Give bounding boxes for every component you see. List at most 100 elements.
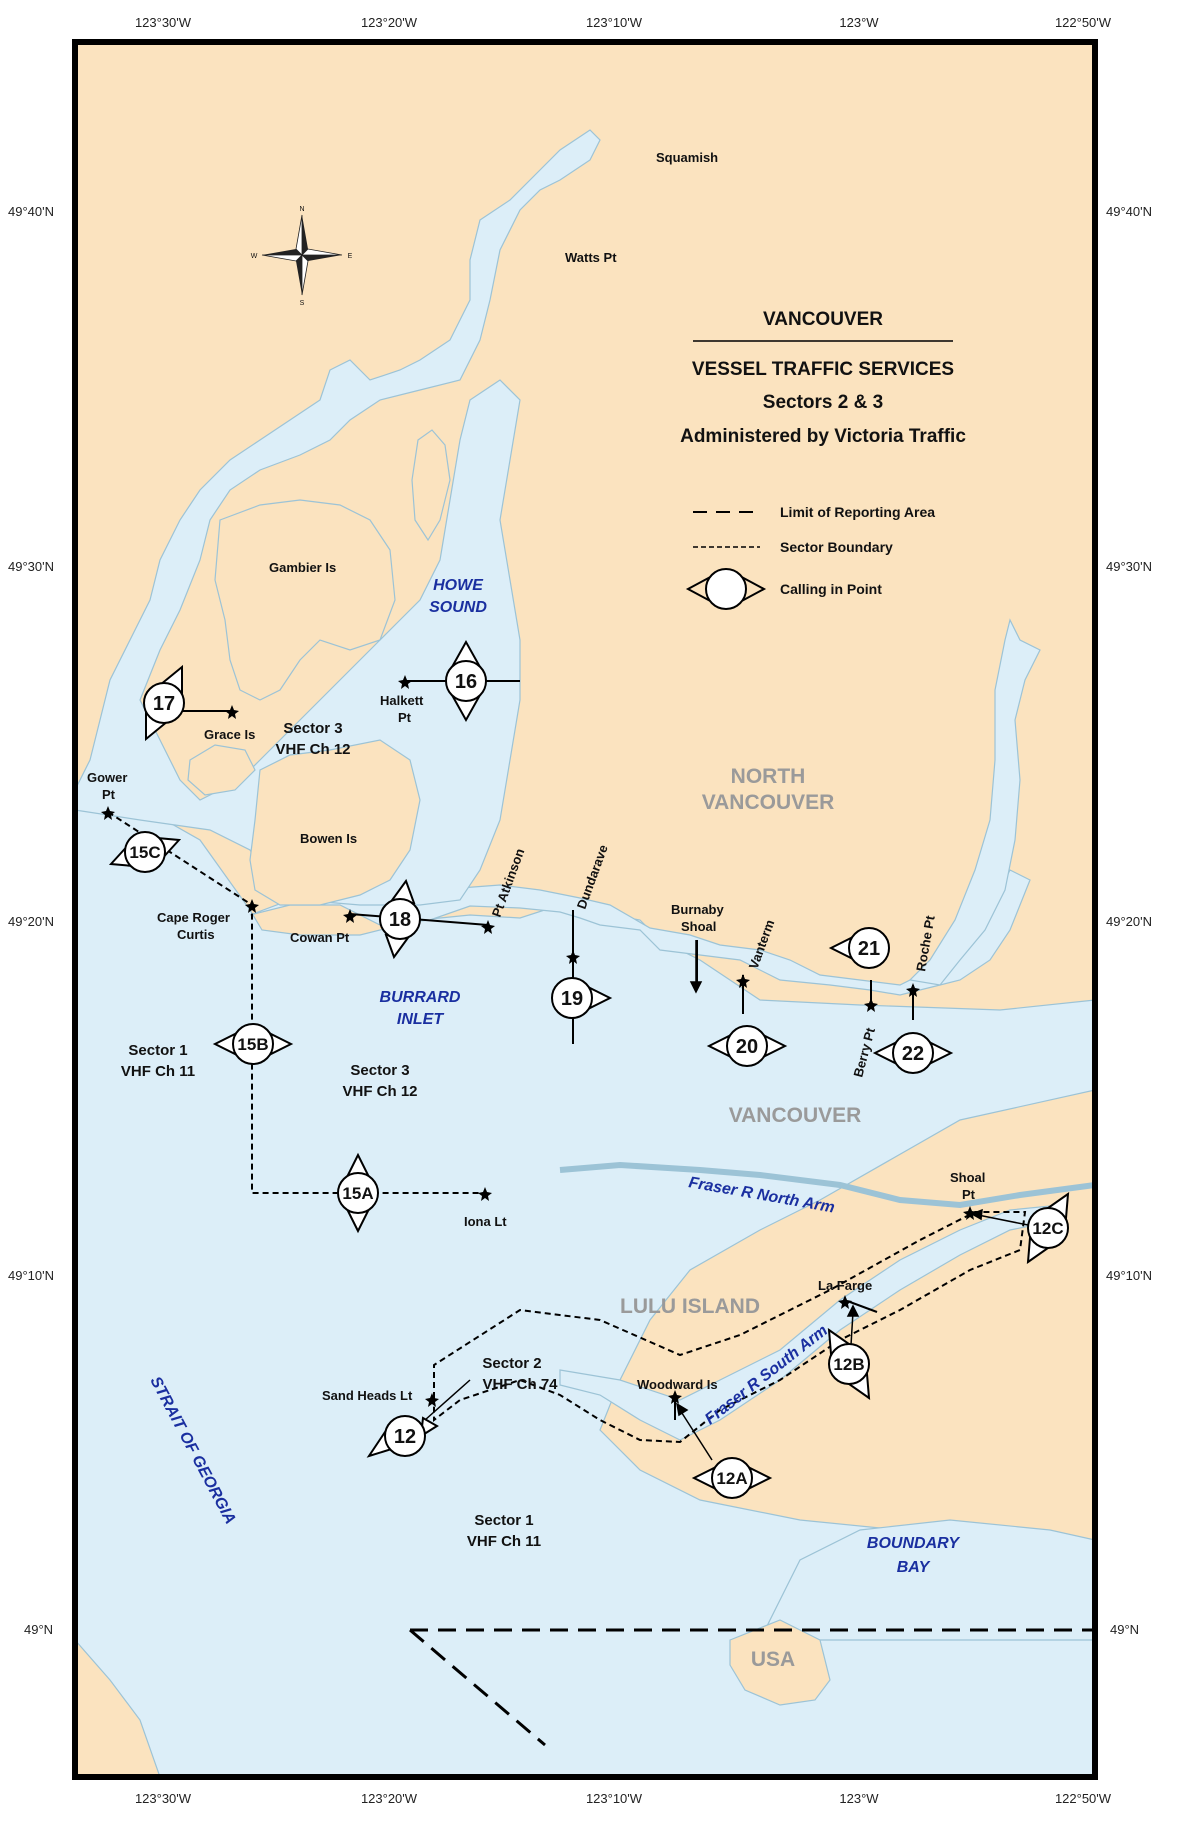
label-north-vancouver-1: NORTH [731,765,806,788]
svg-text:15C: 15C [129,843,160,862]
water-bodies [75,129,1095,1777]
right-axis: 49°40'N 49°30'N 49°20'N 49°10'N 49°N [1106,204,1152,1637]
land-labels: NORTH VANCOUVER VANCOUVER LULU ISLAND US… [620,765,861,1671]
calling-point-16: 16 [445,639,487,723]
top-lon-1: 123°30'W [135,15,192,30]
calling-point-22: 22 [872,1032,954,1074]
left-lat-1: 49°40'N [8,204,54,219]
anvil-island [411,429,451,542]
strait-of-georgia-water [75,799,1095,1777]
title-vts: VESSEL TRAFFIC SERVICES [692,359,954,380]
top-lon-2: 123°20'W [361,15,418,30]
top-lon-4: 123°W [839,15,879,30]
legend-calling-icon [685,568,767,610]
legend-calling-label: Calling in Point [780,581,882,597]
calling-point-15b: 15B [212,1023,294,1065]
svg-text:12: 12 [394,1426,416,1448]
label-sector3-howe: Sector 3 [283,720,342,737]
star-sandheads-icon [425,1393,439,1407]
calling-point-15a: 15A [337,1152,379,1234]
left-axis: 49°40'N 49°30'N 49°20'N 49°10'N 49°N [8,204,54,1637]
legend-limit-label: Limit of Reporting Area [780,504,935,520]
label-gower-2: Pt [102,787,116,802]
star-halkett-icon [398,675,412,689]
svg-text:19: 19 [561,988,583,1010]
boundary-bay-water [759,1519,1095,1641]
label-gower-1: Gower [87,770,127,785]
right-lat-5: 49°N [1110,1622,1139,1637]
legend: Limit of Reporting Area Sector Boundary … [685,504,935,610]
title-sectors: Sectors 2 & 3 [763,392,883,413]
label-boundary-2: BAY [897,1559,931,1576]
star-shoal-icon [963,1206,977,1220]
star-cowan-icon [343,909,357,923]
point-roberts-land [729,1619,831,1706]
southwest-shore [75,1639,161,1777]
calling-point-12b: 12B [827,1327,871,1401]
calling-point-12a: 12A [691,1457,773,1499]
label-north-vancouver-2: VANCOUVER [702,791,835,814]
svg-text:15B: 15B [237,1035,268,1054]
label-lafarge: La Farge [818,1278,872,1293]
left-lat-5: 49°N [24,1622,53,1637]
calling-point-19: 19 [551,977,613,1019]
calling-point-12c: 12C [1026,1191,1070,1265]
label-burnaby-1: Burnaby [671,902,725,917]
fraser-north-arm [559,1161,1095,1209]
label-cowan: Cowan Pt [290,930,350,945]
label-usa: USA [751,1648,795,1671]
svg-text:17: 17 [153,693,175,715]
star-woodward-icon [668,1390,682,1404]
calling-point-20: 20 [706,1025,788,1067]
star-roche-icon [906,983,920,997]
label-halkett-2: Pt [398,710,412,725]
top-lon-3: 123°10'W [586,15,643,30]
bottom-lon-1: 123°30'W [135,1791,192,1806]
label-sector3-howe-ch: VHF Ch 12 [275,741,350,758]
svg-text:16: 16 [455,671,477,693]
label-lulu: LULU ISLAND [620,1295,760,1318]
bottom-lon-3: 123°10'W [586,1791,643,1806]
star-dundarave-icon [566,950,580,964]
compass-n: N [299,206,304,213]
calling-points: 16 17 15C 18 19 [108,639,1070,1499]
label-boundary-1: BOUNDARY [867,1535,960,1552]
svg-text:12C: 12C [1032,1219,1063,1238]
bowen-island [249,739,421,906]
top-lon-5: 122°50'W [1055,15,1112,30]
bottom-lon-2: 123°20'W [361,1791,418,1806]
right-lat-4: 49°10'N [1106,1268,1152,1283]
label-gambier: Gambier Is [269,560,336,575]
label-burrard-2: INLET [397,1011,444,1028]
compass-rose: N S E W [251,206,353,307]
bottom-lon-5: 122°50'W [1055,1791,1112,1806]
label-sector3-burrard-ch: VHF Ch 12 [342,1083,417,1100]
top-axis: 123°30'W 123°20'W 123°10'W 123°W 122°50'… [135,15,1112,30]
svg-text:22: 22 [902,1043,924,1065]
star-vanterm-icon [736,974,750,988]
title-admin: Administered by Victoria Traffic [680,426,966,447]
calling-point-18: 18 [379,878,421,960]
bottom-lon-4: 123°W [839,1791,879,1806]
label-sector2-ch: VHF Ch 74 [482,1376,558,1393]
label-squamish: Squamish [656,150,718,165]
indian-arm-water [908,618,1041,986]
label-woodward: Woodward Is [637,1377,718,1392]
label-howe-1: HOWE [433,577,484,594]
calling-point-17: 17 [143,664,185,742]
right-lat-2: 49°30'N [1106,559,1152,574]
label-burrard-1: BURRARD [380,989,461,1006]
pointer-arrows [424,940,1029,1461]
label-sector1-north: Sector 1 [128,1042,187,1059]
label-vancouver: VANCOUVER [729,1104,862,1127]
svg-text:21: 21 [858,938,880,960]
calling-point-21: 21 [828,927,890,969]
keats-island [187,744,256,796]
right-lat-3: 49°20'N [1106,914,1152,929]
legend-sector-label: Sector Boundary [780,539,893,555]
left-lat-4: 49°10'N [8,1268,54,1283]
compass-e: E [348,253,353,260]
label-sector2: Sector 2 [482,1355,541,1372]
star-gower-icon [101,806,115,820]
